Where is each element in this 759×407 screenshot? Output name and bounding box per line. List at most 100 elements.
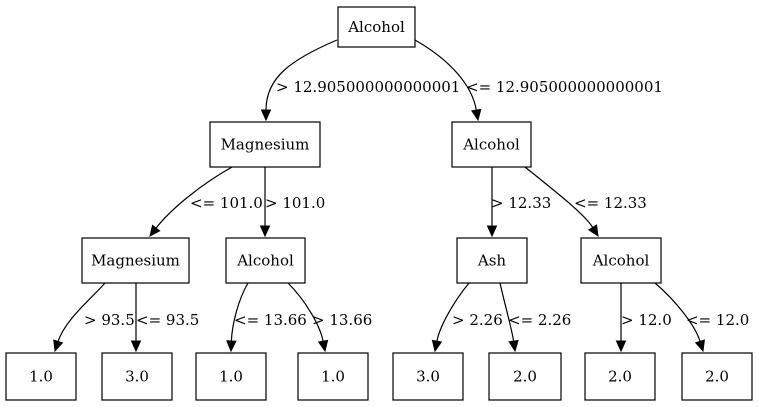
node-box [580, 237, 662, 284]
leaf-node-n11: 3.0 [392, 352, 464, 401]
arrowhead-icon [508, 339, 519, 353]
node-box [456, 237, 528, 284]
node-label: 2.0 [705, 368, 729, 386]
edge-label: <= 13.66 [234, 311, 307, 329]
edge-label: <= 12.0 [686, 311, 749, 329]
edge-line [265, 39, 338, 111]
leaf-node-n12: 2.0 [488, 352, 562, 401]
edge-n5-n12: <= 2.26 [499, 282, 571, 353]
edge-line [524, 166, 594, 228]
arrowhead-icon [260, 109, 272, 122]
node-label: 1.0 [29, 368, 53, 386]
node-box [392, 352, 464, 401]
edge-n6-n14: <= 12.0 [654, 282, 749, 353]
arrowhead-icon [694, 339, 705, 353]
node-label: 3.0 [416, 368, 440, 386]
edge-n6-n13: > 12.0 [615, 283, 672, 353]
edges-layer: > 12.905000000000001 <= 12.90500000000000… [53, 39, 749, 353]
edge-n2-n6: <= 12.33 [524, 166, 647, 238]
node-label: Magnesium [91, 252, 180, 270]
arrowhead-icon [471, 108, 482, 122]
arrowhead-icon [259, 225, 271, 238]
edge-label: <= 12.905000000000001 [466, 78, 663, 96]
edge-n1-n4: > 101.0 [259, 166, 325, 238]
edge-label: <= 2.26 [508, 311, 571, 329]
node-label: 1.0 [321, 368, 345, 386]
node-label: Ash [477, 252, 507, 270]
leaf-node-n9: 1.0 [195, 352, 267, 401]
edge-n0-n1: > 12.905000000000001 [260, 39, 460, 122]
node-label: 3.0 [125, 368, 149, 386]
edge-label: <= 93.5 [136, 311, 199, 329]
edge-line [414, 39, 477, 111]
arrowhead-icon [149, 224, 161, 237]
edge-n2-n5: > 12.33 [486, 166, 551, 238]
edge-n3-n7: > 93.5 [53, 282, 135, 353]
node-box [451, 121, 532, 168]
edge-label: > 93.5 [84, 311, 135, 329]
node-label: 2.0 [608, 368, 632, 386]
edge-label: > 13.66 [312, 311, 372, 329]
edge-label: > 2.26 [452, 311, 503, 329]
edge-n5-n11: > 2.26 [431, 282, 503, 353]
node-box [584, 352, 656, 401]
node-box [681, 352, 753, 401]
arrowhead-icon [53, 339, 64, 353]
node-box [81, 237, 190, 284]
node-label: Alcohol [236, 252, 294, 270]
node-box [225, 237, 306, 284]
edge-label: > 12.905000000000001 [276, 78, 460, 96]
split-node-n1: Magnesium [209, 121, 321, 168]
node-label: Alcohol [462, 136, 520, 154]
arrowhead-icon [587, 224, 599, 238]
edge-line [155, 166, 233, 229]
node-box [5, 352, 77, 401]
split-node-n6: Alcohol [580, 237, 662, 284]
node-box [101, 352, 173, 401]
edge-line [436, 282, 470, 342]
node-label: Alcohol [592, 252, 650, 270]
arrowhead-icon [317, 339, 329, 353]
node-label: Magnesium [221, 136, 310, 154]
arrowhead-icon [486, 225, 498, 238]
node-box [488, 352, 562, 401]
split-node-n3: Magnesium [81, 237, 190, 284]
edge-line [499, 282, 515, 342]
leaf-node-n13: 2.0 [584, 352, 656, 401]
node-label: 1.0 [219, 368, 243, 386]
edge-label: <= 101.0 [190, 194, 263, 212]
arrowhead-icon [130, 340, 142, 353]
arrowhead-icon [431, 339, 443, 353]
edge-label: > 12.0 [621, 311, 672, 329]
leaf-node-n10: 1.0 [297, 352, 369, 401]
edge-line [287, 282, 324, 342]
node-box [297, 352, 369, 401]
edge-n1-n3: <= 101.0 [149, 166, 263, 237]
split-node-n4: Alcohol [225, 237, 306, 284]
edge-label: > 101.0 [265, 194, 325, 212]
edge-n4-n9: <= 13.66 [226, 282, 307, 353]
edge-n4-n10: > 13.66 [287, 282, 372, 353]
leaf-node-n14: 2.0 [681, 352, 753, 401]
split-node-n2: Alcohol [451, 121, 532, 168]
node-box [209, 121, 321, 168]
leaf-node-n8: 3.0 [101, 352, 173, 401]
node-box [337, 6, 416, 48]
edge-line [57, 282, 106, 342]
edge-line [654, 282, 701, 342]
node-label: Alcohol [347, 18, 405, 36]
arrowhead-icon [615, 340, 627, 353]
node-box [195, 352, 267, 401]
edge-label: > 12.33 [491, 194, 551, 212]
edge-n3-n8: <= 93.5 [130, 283, 199, 353]
split-node-n0: Alcohol [337, 6, 416, 48]
arrowhead-icon [226, 340, 237, 353]
node-label: 2.0 [513, 368, 537, 386]
split-node-n5: Ash [456, 237, 528, 284]
edge-n0-n2: <= 12.905000000000001 [414, 39, 663, 122]
leaf-node-n7: 1.0 [5, 352, 77, 401]
edge-line [230, 282, 249, 342]
edge-label: <= 12.33 [574, 194, 647, 212]
